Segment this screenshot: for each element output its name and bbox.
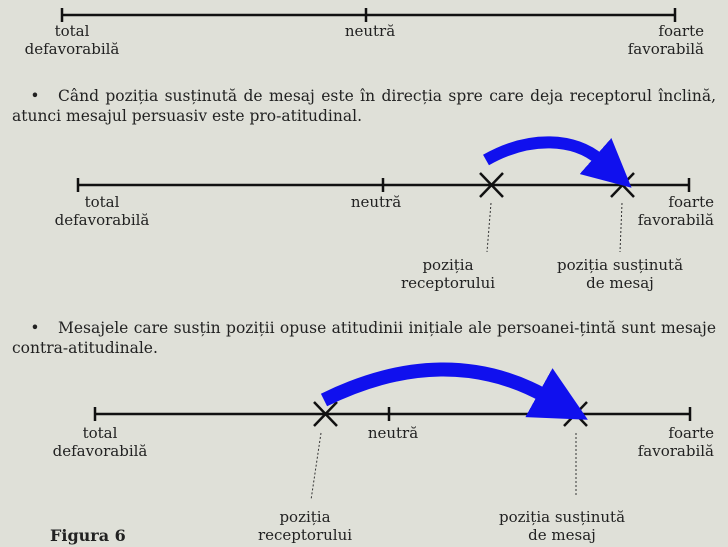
bullet: • bbox=[30, 319, 40, 337]
scale-2-neutral-label: neutră bbox=[350, 193, 402, 211]
attitude-scale-1 bbox=[60, 8, 677, 22]
shift-arrow-3 bbox=[320, 362, 588, 420]
figure-caption: Figura 6 bbox=[50, 526, 126, 545]
receiver-pointer-2 bbox=[486, 202, 492, 253]
paragraph-2-text: Mesajele care susțin poziții opuse atitu… bbox=[12, 319, 716, 357]
paragraph-counter-attitudinal: •Mesajele care susțin poziții opuse atit… bbox=[12, 318, 716, 358]
bullet: • bbox=[30, 87, 40, 105]
message-pointer-2 bbox=[619, 202, 623, 253]
shift-arrow-2 bbox=[483, 136, 632, 188]
receiver-pointer-3 bbox=[310, 432, 322, 501]
scale-1-neutral-label: neutră bbox=[344, 22, 396, 40]
receiver-position-marker-3 bbox=[313, 401, 338, 427]
paragraph-pro-attitudinal: •Când poziția susținută de mesaj este în… bbox=[12, 86, 716, 126]
receiver-position-marker-2 bbox=[479, 172, 504, 198]
scale-3-neutral-label: neutră bbox=[367, 424, 419, 442]
attitude-scale-3 bbox=[93, 407, 692, 421]
paragraph-1-text: Când poziția susținută de mesaj este în … bbox=[12, 87, 716, 125]
attitude-scale-2 bbox=[76, 178, 691, 192]
